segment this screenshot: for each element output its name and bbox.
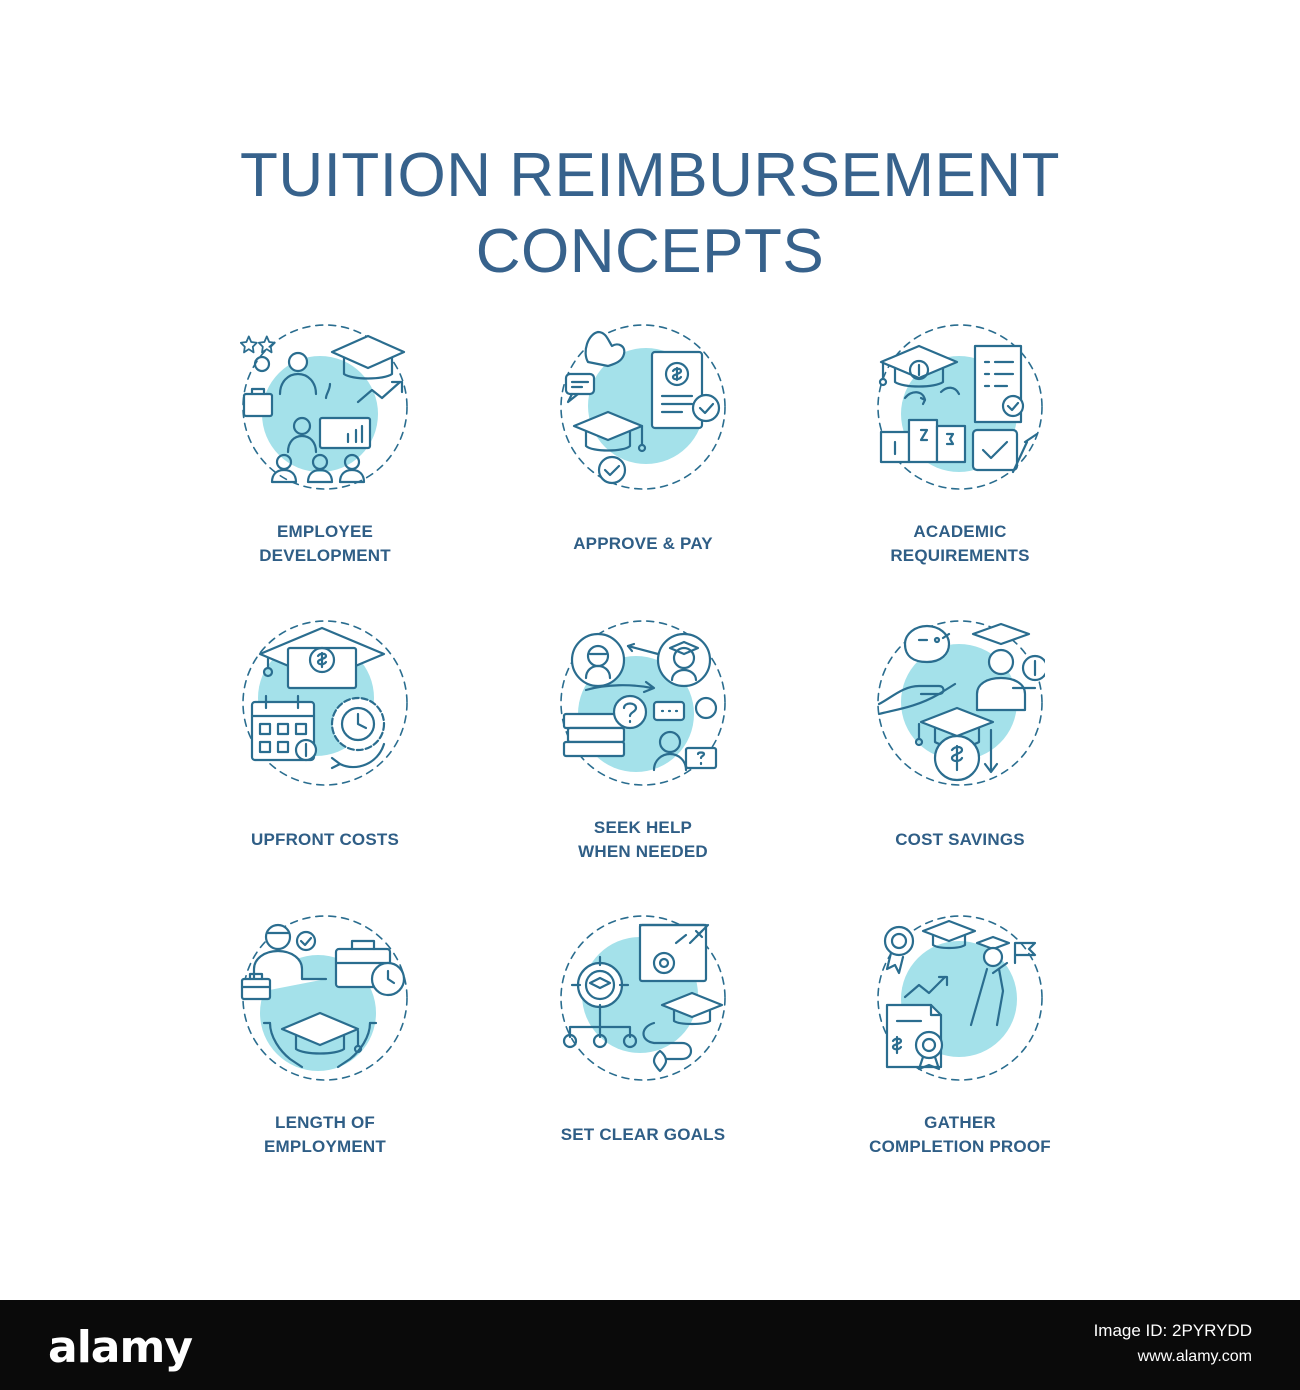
label-line-1: LENGTH OF — [274, 1113, 375, 1132]
cost-savings-icon — [875, 618, 1045, 788]
seek-help-icon — [558, 618, 728, 788]
image-id-label: Image ID: 2PYRYDD — [1093, 1321, 1252, 1340]
brand-logo: alamy — [48, 1322, 193, 1373]
academic-requirements-icon — [875, 322, 1045, 492]
concept-label-approve-pay: APPROVE & PAY — [483, 532, 803, 556]
concept-card-gather-completion-proof: GATHER COMPLETION PROOF — [800, 913, 1120, 1183]
concept-label-set-clear-goals: SET CLEAR GOALS — [483, 1123, 803, 1147]
concept-card-approve-pay: APPROVE & PAY — [483, 322, 803, 592]
approve-pay-icon — [558, 322, 728, 492]
concept-card-seek-help: SEEK HELP WHEN NEEDED — [483, 618, 803, 888]
label-line-1: ACADEMIC — [913, 522, 1007, 541]
label-line-1: UPFRONT COSTS — [250, 830, 400, 849]
concept-label-cost-savings: COST SAVINGS — [800, 828, 1120, 852]
concept-label-gather-completion-proof: GATHER COMPLETION PROOF — [800, 1111, 1120, 1159]
label-line-1: SEEK HELP — [593, 818, 693, 837]
label-line-1: SET CLEAR GOALS — [560, 1125, 726, 1144]
concept-card-upfront-costs: UPFRONT COSTS — [165, 618, 485, 888]
length-of-employment-icon — [240, 913, 410, 1083]
label-line-2: COMPLETION PROOF — [869, 1137, 1051, 1156]
concept-label-academic-requirements: ACADEMIC REQUIREMENTS — [800, 520, 1120, 568]
label-line-1: COST SAVINGS — [895, 830, 1025, 849]
concept-label-seek-help: SEEK HELP WHEN NEEDED — [483, 816, 803, 864]
concept-card-academic-requirements: ACADEMIC REQUIREMENTS — [800, 322, 1120, 592]
concept-card-cost-savings: COST SAVINGS — [800, 618, 1120, 888]
label-line-1: EMPLOYEE — [276, 522, 374, 541]
set-clear-goals-icon — [558, 913, 728, 1083]
gather-completion-proof-icon — [875, 913, 1045, 1083]
site-url: www.alamy.com — [1137, 1348, 1252, 1365]
concept-label-upfront-costs: UPFRONT COSTS — [165, 828, 485, 852]
concept-label-employee-development: EMPLOYEE DEVELOPMENT — [165, 520, 485, 568]
upfront-costs-icon — [240, 618, 410, 788]
concept-label-length-of-employment: LENGTH OF EMPLOYMENT — [165, 1111, 485, 1159]
footer-bar: alamy Image ID: 2PYRYDD www.alamy.com — [0, 1300, 1300, 1390]
label-line-1: APPROVE & PAY — [573, 534, 713, 553]
label-line-1: GATHER — [924, 1113, 996, 1132]
label-line-2: DEVELOPMENT — [259, 546, 391, 565]
concept-card-set-clear-goals: SET CLEAR GOALS — [483, 913, 803, 1183]
concept-card-employee-development: EMPLOYEE DEVELOPMENT — [165, 322, 485, 592]
label-line-2: WHEN NEEDED — [578, 842, 708, 861]
employee-development-icon — [240, 322, 410, 492]
image-id-block: Image ID: 2PYRYDD www.alamy.com — [1094, 1318, 1252, 1370]
label-line-2: REQUIREMENTS — [890, 546, 1030, 565]
page-title: TUITION REIMBURSEMENT CONCEPTS — [0, 138, 1300, 290]
concept-card-length-of-employment: LENGTH OF EMPLOYMENT — [165, 913, 485, 1183]
label-line-2: EMPLOYMENT — [264, 1137, 386, 1156]
title-line-1: TUITION REIMBURSEMENT — [240, 141, 1060, 210]
title-line-2: CONCEPTS — [475, 217, 825, 286]
